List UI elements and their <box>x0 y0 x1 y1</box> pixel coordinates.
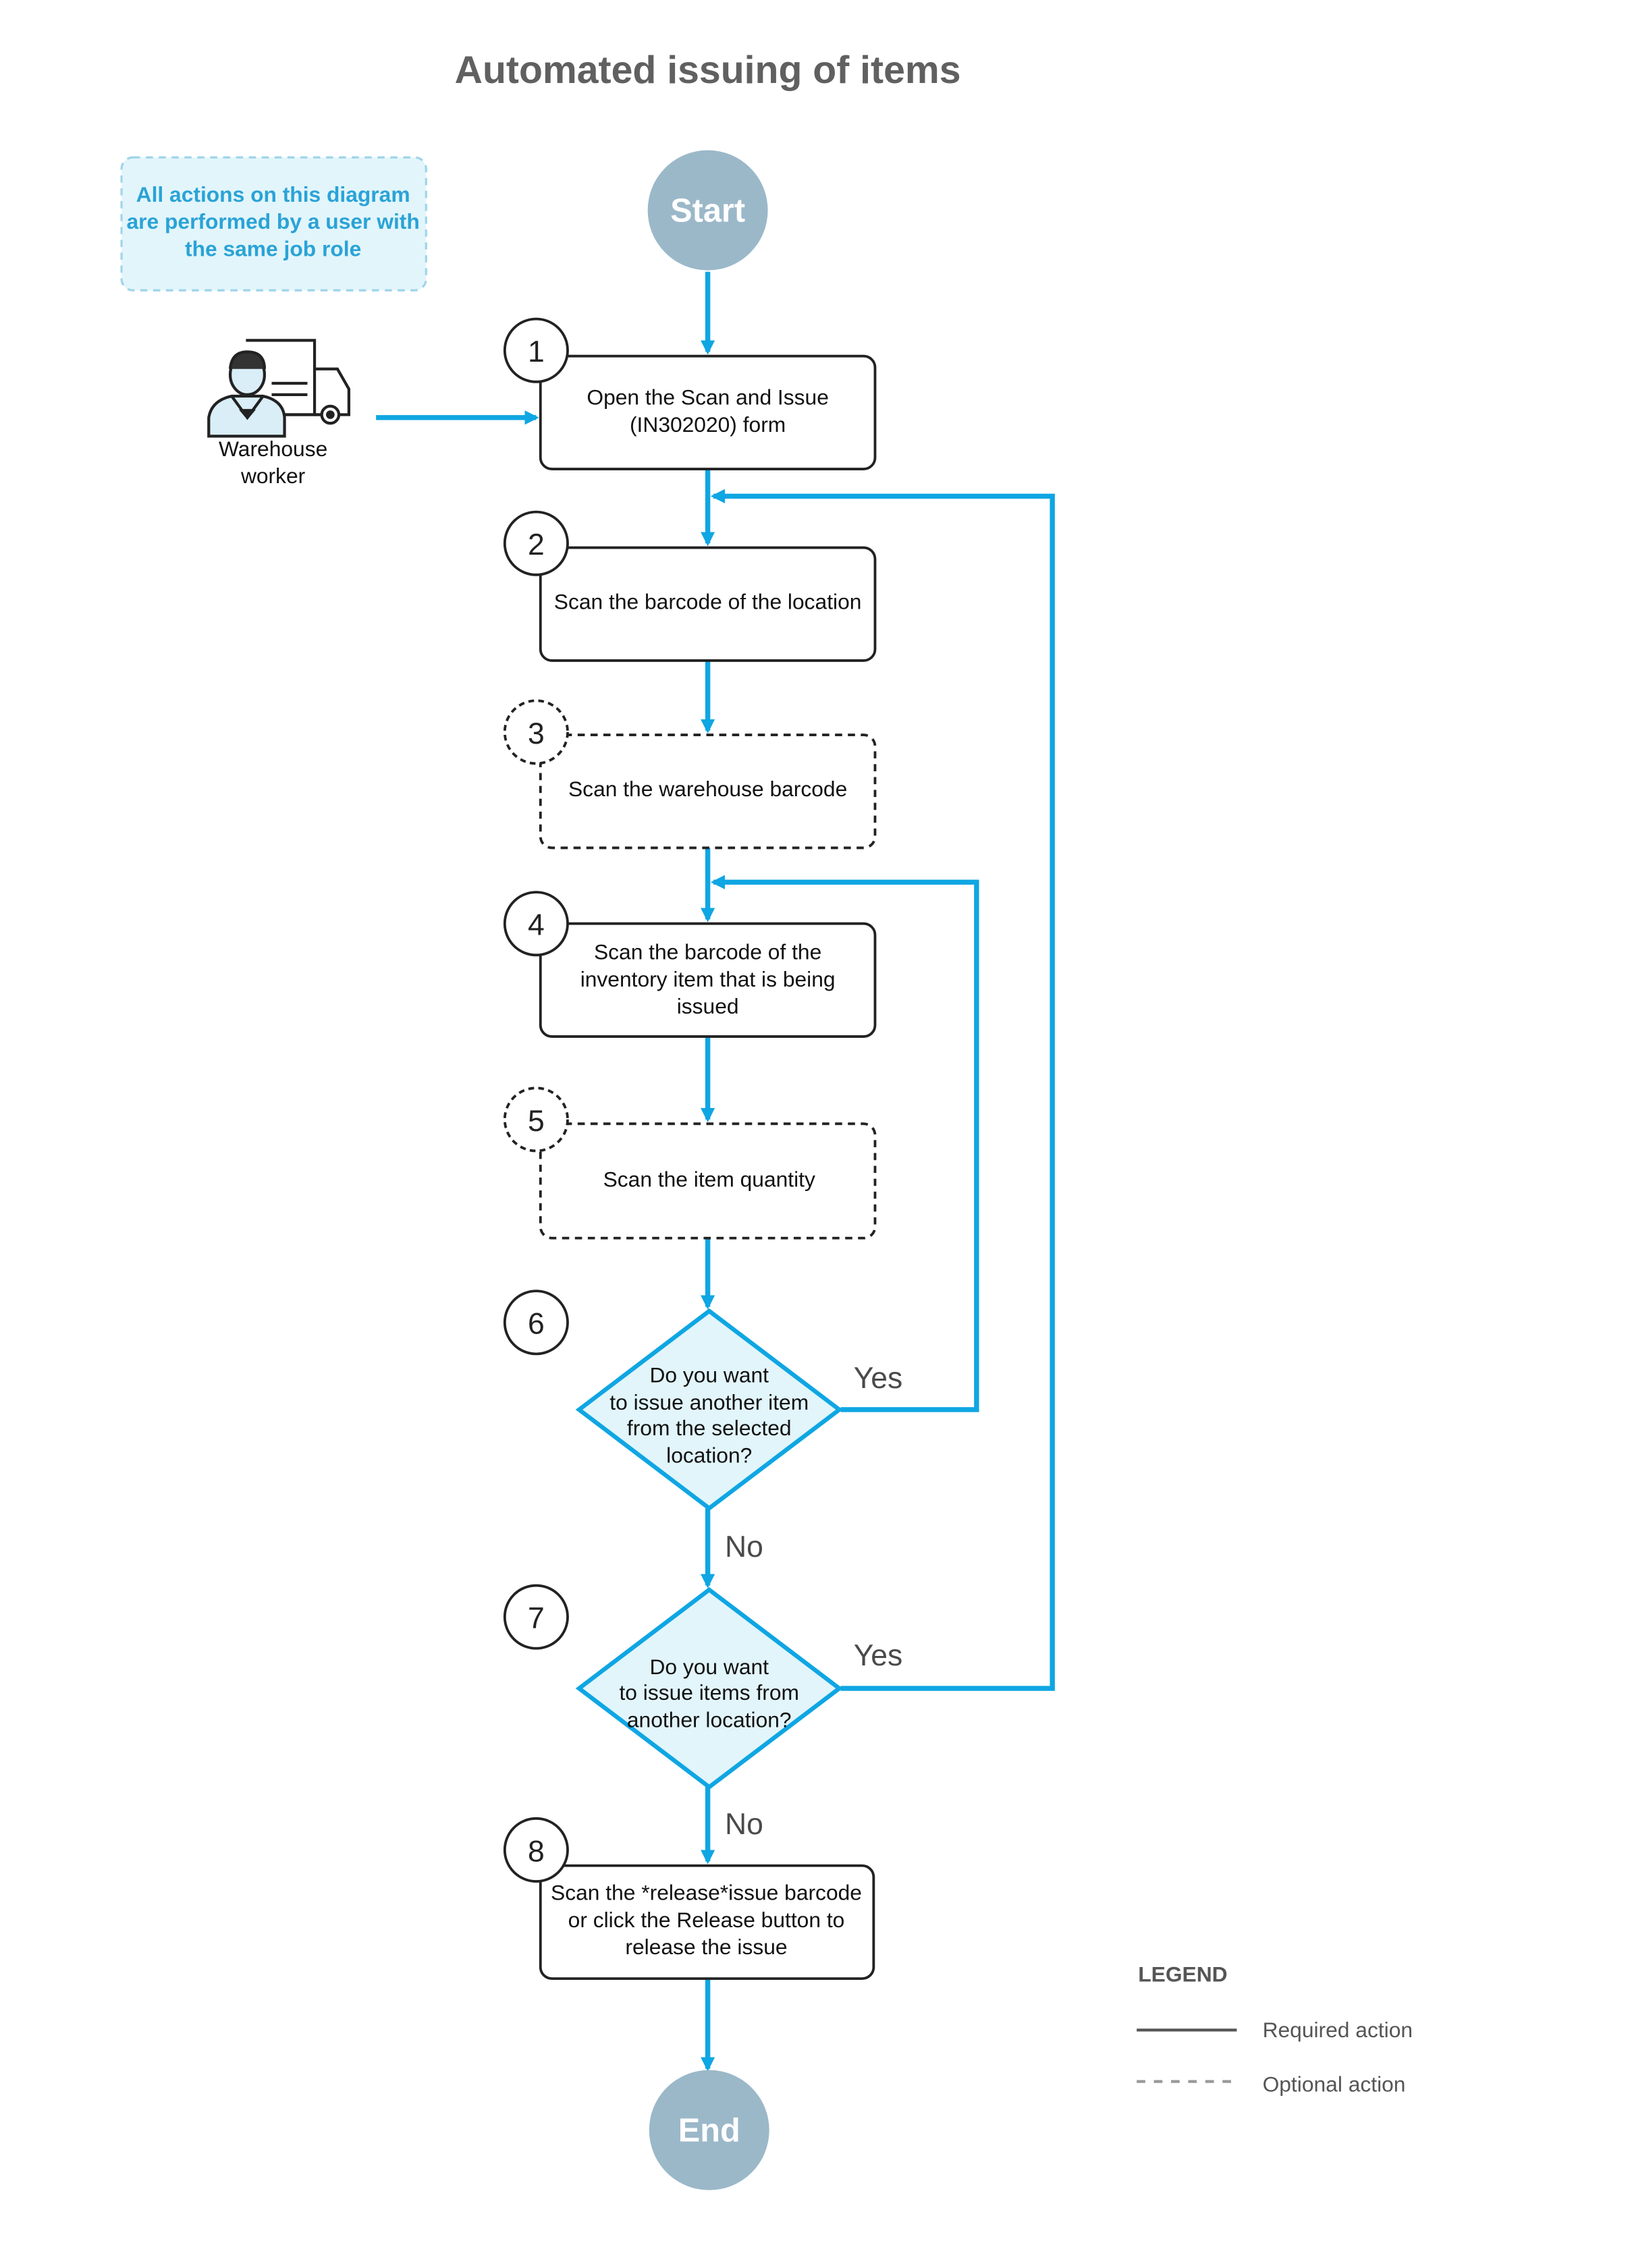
start-terminal: Start <box>647 150 768 271</box>
warehouse-worker-icon <box>207 339 351 438</box>
step-7-decision: Do you want to issue items from another … <box>503 1584 903 1841</box>
step-8-line-3: release the issue <box>625 1935 787 1959</box>
step-4-line-1: Scan the barcode of the <box>594 940 821 964</box>
step-8-box <box>539 1864 875 1981</box>
step-2-number-circle <box>503 510 569 576</box>
step-4-box <box>539 922 877 1038</box>
step-3-box <box>539 734 877 850</box>
step-7-diamond <box>575 1586 843 1790</box>
info-note-line-2: are performed by a user with <box>126 209 419 233</box>
step-6-number-circle <box>503 1290 569 1356</box>
info-note-line-3: the same job role <box>185 236 361 260</box>
step-2-number: 2 <box>528 528 545 561</box>
step-5-box <box>539 1122 877 1240</box>
arrow-6-yes-loop <box>710 875 979 1412</box>
step-6-diamond <box>575 1308 843 1512</box>
end-terminal: End <box>649 2070 769 2190</box>
legend-required-label: Required action <box>1263 2018 1413 2042</box>
step-8-line-1: Scan the *release*issue barcode <box>551 1881 862 1905</box>
legend-title: LEGEND <box>1138 1962 1227 1986</box>
step-1-box <box>539 354 877 470</box>
info-note-box <box>120 156 427 292</box>
end-label: End <box>678 2113 740 2149</box>
step-2-box <box>539 546 877 662</box>
step-1-number-circle <box>503 317 569 383</box>
step-6-line-3: from the selected <box>627 1416 792 1440</box>
step-6-decision: Do you want to issue another item from t… <box>503 1290 903 1564</box>
page-title: Automated issuing of items <box>455 49 961 92</box>
step-3-number-circle <box>503 699 569 765</box>
step-6-yes-label: Yes <box>854 1362 903 1395</box>
start-label: Start <box>670 193 745 229</box>
step-5-number: 5 <box>528 1105 545 1138</box>
step-5-number-circle <box>503 1086 569 1153</box>
step-6-no-label: No <box>725 1530 763 1564</box>
actor-label-line-2: worker <box>240 464 306 488</box>
step-7-no-label: No <box>725 1808 763 1841</box>
step-7-yes-label: Yes <box>854 1639 903 1672</box>
step-4: Scan the barcode of the inventory item t… <box>503 891 877 1038</box>
step-5-line-1: Scan the item quantity <box>603 1167 815 1192</box>
step-4-number: 4 <box>528 909 545 942</box>
step-4-number-circle <box>503 891 569 957</box>
connectors <box>376 271 1055 2072</box>
step-7-line-1: Do you want <box>649 1655 769 1679</box>
step-7-line-2: to issue items from <box>619 1680 799 1705</box>
step-4-line-3: issued <box>677 994 739 1018</box>
arrow-7-yes-loop <box>710 489 1055 1691</box>
step-1-line-1: Open the Scan and Issue <box>587 385 828 410</box>
step-1-line-2: (IN302020) form <box>630 412 786 437</box>
legend: LEGEND Required action Optional action <box>1137 1962 1413 2096</box>
step-1-number: 1 <box>528 335 545 368</box>
step-7-number: 7 <box>528 1602 545 1635</box>
step-5: Scan the item quantity 5 <box>503 1086 877 1240</box>
step-6-number: 6 <box>528 1308 545 1341</box>
step-8-number: 8 <box>528 1835 545 1868</box>
step-2-line-1: Scan the barcode of the location <box>554 590 862 614</box>
step-6-line-2: to issue another item <box>609 1390 809 1414</box>
step-3: Scan the warehouse barcode 3 <box>503 699 877 850</box>
step-8-line-2: or click the Release button to <box>568 1908 845 1932</box>
step-8: Scan the *release*issue barcode or click… <box>503 1817 875 1981</box>
step-3-number: 3 <box>528 717 545 750</box>
step-1: Open the Scan and Issue (IN302020) form … <box>503 317 877 470</box>
info-note: All actions on this diagram are performe… <box>120 156 427 292</box>
step-6-line-1: Do you want <box>649 1363 769 1387</box>
step-6-line-4: location? <box>666 1443 752 1467</box>
step-4-line-2: inventory item that is being <box>580 967 836 991</box>
step-3-line-1: Scan the warehouse barcode <box>568 777 847 801</box>
info-note-line-1: All actions on this diagram <box>136 182 410 206</box>
step-2: Scan the barcode of the location 2 <box>503 510 877 662</box>
actor-label-line-1: Warehouse <box>219 437 327 461</box>
step-8-number-circle <box>503 1817 569 1883</box>
legend-optional-label: Optional action <box>1263 2072 1406 2096</box>
step-7-line-3: another location? <box>627 1707 792 1732</box>
step-7-number-circle <box>503 1584 569 1650</box>
